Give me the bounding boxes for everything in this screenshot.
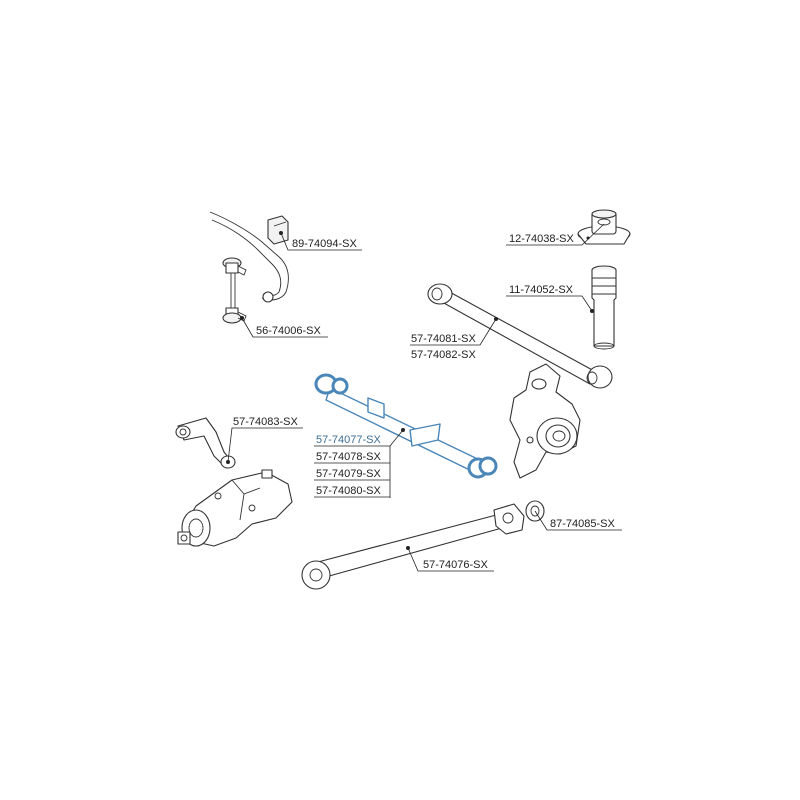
dust-boot-part [590,265,617,350]
label-stabilizer-bushing: 89-74094-SX [292,238,357,250]
label-lower-arm-c: 57-74079-SX [316,468,381,480]
stabilizer-bar [209,211,289,303]
label-lower-arm-b: 57-74078-SX [316,451,381,463]
trailing-arm-part [301,503,525,590]
label-top-mount: 12-74038-SX [509,233,574,245]
top-mount-part [577,209,631,245]
lower-arm-part [314,373,498,479]
label-trailing-arm: 57-74076-SX [423,559,488,571]
upper-arm-part [427,283,613,389]
label-diff-mount-arm: 57-74083-SX [233,416,298,428]
differential-part [177,469,293,547]
label-lower-arm-d: 57-74080-SX [316,485,381,497]
knuckle-part [509,363,581,479]
label-upper-arm-a: 57-74081-SX [411,333,476,345]
label-dust-boot: 11-74052-SX [509,284,574,296]
stabilizer-link-part [222,257,247,324]
label-stabilizer-link: 56-74006-SX [256,325,321,337]
diff-mount-arm-part [175,417,236,469]
label-upper-arm-b: 57-74082-SX [411,349,476,361]
label-knuckle-bushing: 87-74085-SX [550,518,615,530]
stabilizer-bushing-part [267,215,289,245]
label-lower-arm-a: 57-74077-SX [316,434,381,446]
leader-lines [227,223,622,572]
